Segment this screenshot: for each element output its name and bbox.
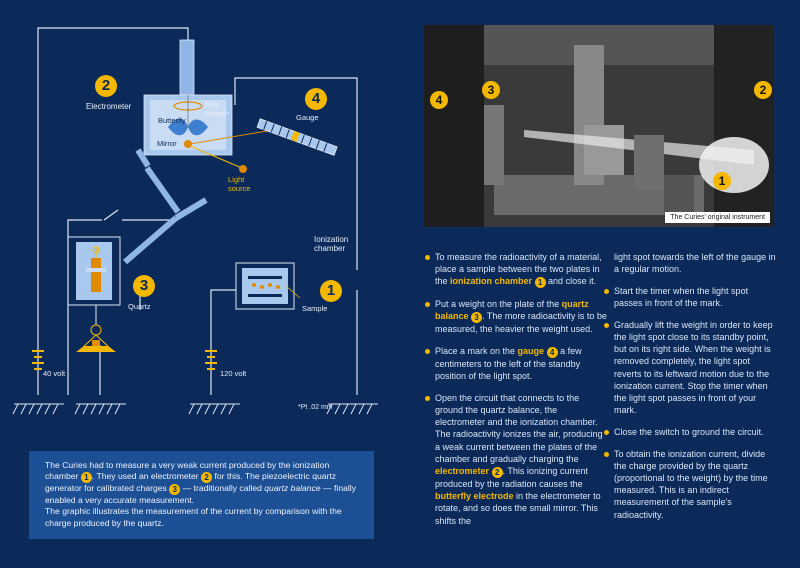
- info-box: The Curies had to measure a very weak cu…: [29, 451, 374, 539]
- ionization-chamber-label: Ionization chamber: [314, 235, 349, 254]
- step-5: Start the timer when the light spot pass…: [604, 285, 776, 309]
- step-7: Close the switch to ground the circuit.: [604, 426, 776, 438]
- mirror-label: Mirror: [157, 139, 177, 148]
- electrometer-badge: 2: [491, 466, 503, 478]
- quartz-label: Quartz: [128, 302, 151, 311]
- step-4: Open the circuit that connects to the gr…: [425, 392, 607, 527]
- steps-column-right: light spot towards the left of the gauge…: [604, 251, 776, 530]
- step-2: Put a weight on the plate of the quartz …: [425, 298, 607, 335]
- step-6: Gradually lift the weight in order to ke…: [604, 319, 776, 417]
- electrometer-number: 2: [95, 75, 117, 97]
- step-4-continued: light spot towards the left of the gauge…: [614, 252, 776, 275]
- step-8: To obtain the ionization current, divide…: [604, 448, 776, 521]
- gauge-badge: 4: [546, 346, 558, 358]
- gauge-number: 4: [305, 88, 327, 110]
- photo-number-3: 3: [482, 81, 500, 99]
- chamber-number-badge: 1: [80, 472, 92, 484]
- photo-number-4: 4: [430, 91, 448, 109]
- electrometer-number-badge: 2: [201, 472, 213, 484]
- 120-volt-label: 120 volt: [220, 369, 247, 378]
- quartz-number-badge: 3: [169, 484, 181, 496]
- sample-label: Sample: [302, 304, 328, 313]
- photo-number-1: 1: [713, 172, 731, 190]
- apparatus-diagram: [12, 27, 378, 415]
- photo-image: [424, 25, 774, 227]
- fine-thread-label: Fine thread*: [205, 100, 230, 118]
- light-source-label: Light source: [228, 175, 251, 193]
- butterfly-label: Butterfly: [158, 116, 186, 125]
- photo-caption: The Curies' original instrument: [665, 212, 770, 223]
- electrometer-label: Electrometer: [86, 102, 132, 111]
- photo-number-2: 2: [754, 81, 772, 99]
- chamber-badge: 1: [534, 277, 546, 289]
- instrument-photo: 4 3 2 1 The Curies' original instrument: [424, 25, 774, 227]
- gauge-label: Gauge: [296, 113, 319, 122]
- chamber-number: 1: [320, 280, 342, 302]
- info-text: The Curies had to measure a very weak cu…: [45, 460, 357, 528]
- quartz-number: 3: [133, 275, 155, 297]
- quartz-badge: 3: [471, 312, 483, 324]
- steps-column-left: To measure the radioactivity of a materi…: [425, 251, 607, 536]
- footnote: *Pt .02 mm: [298, 404, 333, 411]
- step-1: To measure the radioactivity of a materi…: [425, 251, 607, 289]
- step-3: Place a mark on the gauge 4 a few centim…: [425, 345, 607, 382]
- 40-volt-label: 40 volt: [43, 369, 66, 378]
